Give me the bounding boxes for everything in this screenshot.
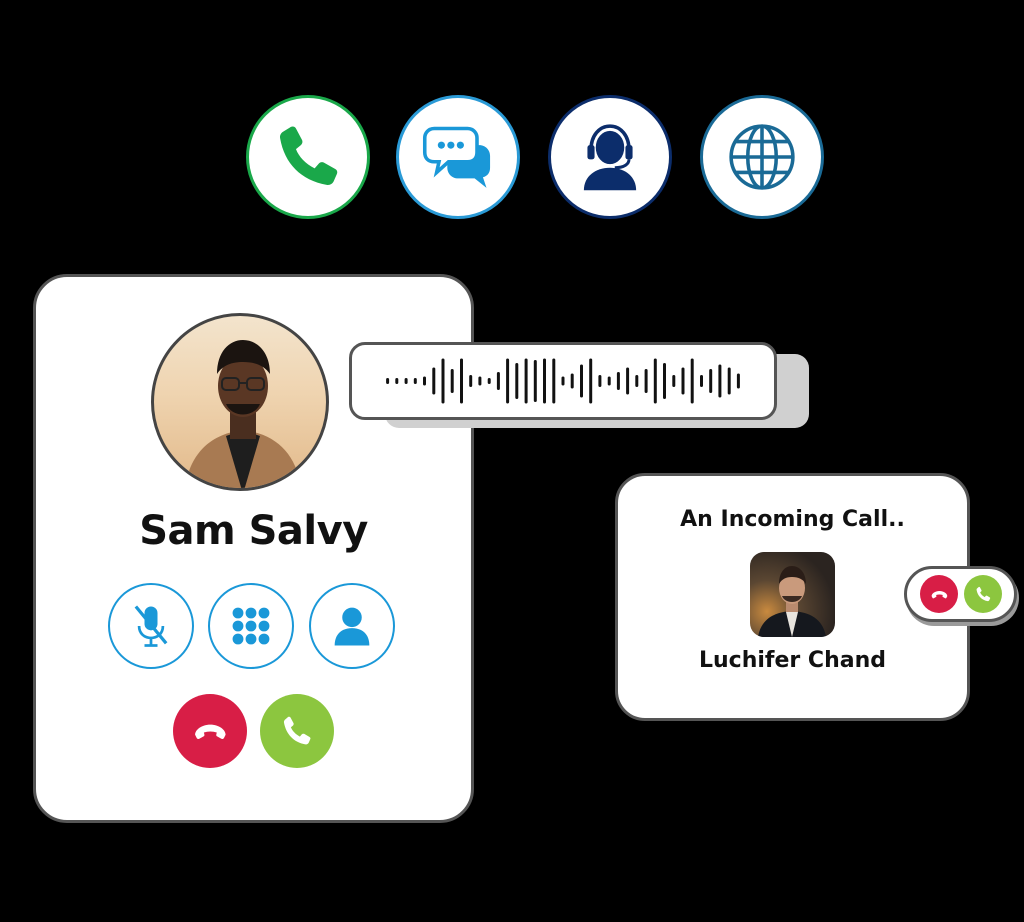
mute-button[interactable] — [108, 583, 194, 669]
phone-icon — [976, 586, 990, 601]
chat-bubbles-icon — [422, 126, 491, 188]
hang-up-icon — [931, 590, 947, 598]
contact-icon — [334, 607, 370, 646]
keypad-icon — [232, 607, 270, 645]
phone-icon — [279, 126, 338, 186]
incoming-call-title: An Incoming Call.. — [680, 507, 905, 532]
hang-up-icon — [194, 724, 226, 739]
keypad-button[interactable] — [208, 583, 294, 669]
mute-mic-icon — [134, 605, 168, 647]
phone-channel-button[interactable] — [246, 95, 370, 219]
caller-name: Sam Salvy — [139, 508, 368, 554]
waveform-icon — [386, 358, 740, 404]
accept-incoming-button[interactable] — [964, 575, 1002, 613]
decline-incoming-button[interactable] — [920, 575, 958, 613]
chat-channel-button[interactable] — [396, 95, 520, 219]
incoming-caller-avatar — [750, 552, 835, 637]
globe-icon — [729, 124, 795, 190]
caller-photo-icon — [184, 340, 302, 488]
incoming-caller-photo-icon — [758, 566, 826, 637]
caller-avatar — [151, 313, 329, 491]
phone-icon — [283, 716, 311, 745]
support-agent-icon — [583, 124, 637, 191]
audio-waveform — [349, 342, 777, 420]
contact-button[interactable] — [309, 583, 395, 669]
decline-call-button[interactable] — [173, 694, 247, 768]
support-channel-button[interactable] — [548, 95, 672, 219]
incoming-caller-name: Luchifer Chand — [699, 648, 886, 673]
accept-call-button[interactable] — [260, 694, 334, 768]
web-channel-button[interactable] — [700, 95, 824, 219]
